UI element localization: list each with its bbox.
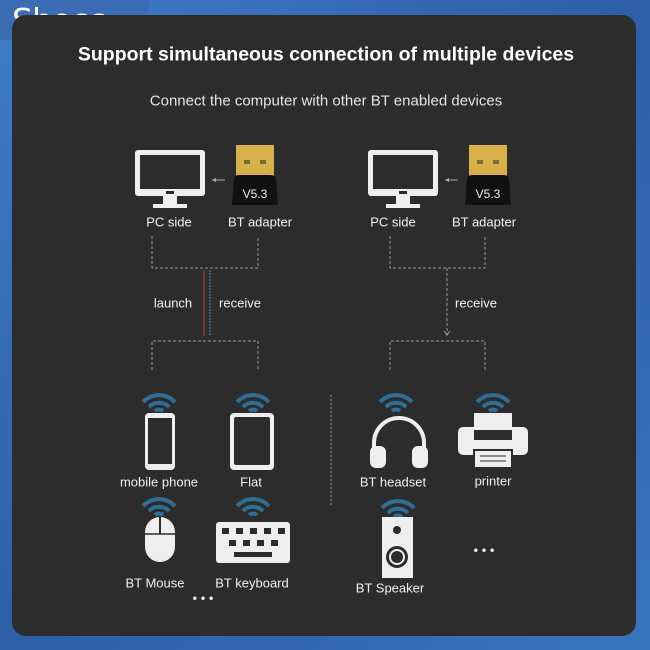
bt-adapter-label: BT adapter (227, 214, 293, 230)
device-label: Flat (240, 474, 262, 490)
mouse-icon (145, 517, 175, 562)
more-devices: • • • (192, 590, 214, 606)
device-label: printer (474, 473, 512, 489)
connector-lines (151, 236, 486, 505)
signal-icon (141, 497, 177, 517)
adapter-version: V5.3 (475, 187, 501, 201)
signal-icon (235, 497, 271, 517)
pc-side-label: PC side (370, 214, 416, 230)
signal-icon (380, 499, 416, 519)
signal-icon (235, 393, 271, 413)
device-label: BT Speaker (355, 580, 425, 596)
bt-adapter-label: BT adapter (451, 214, 517, 230)
keyboard-icon (216, 522, 290, 563)
speaker-icon (382, 517, 413, 578)
launch-label: launch (153, 295, 193, 311)
mobile-phone-icon (145, 413, 175, 470)
page-title: Support simultaneous connection of multi… (77, 43, 575, 66)
pc-monitor-icon (368, 150, 438, 208)
signal-icon (141, 393, 177, 413)
headset-icon (370, 416, 428, 468)
signal-icon (378, 393, 414, 413)
adapter-version: V5.3 (242, 187, 268, 201)
pc-side-label: PC side (146, 214, 192, 230)
content-panel (12, 15, 636, 636)
signal-icon (475, 393, 511, 413)
receive-label: receive (219, 295, 261, 311)
pc-monitor-icon (135, 150, 205, 208)
tablet-icon (230, 413, 274, 470)
receive-label: receive (455, 295, 497, 311)
subtitle: Connect the computer with other BT enabl… (149, 92, 503, 110)
more-devices: • • • (473, 542, 495, 558)
device-label: BT keyboard (215, 575, 289, 591)
device-label: BT headset (359, 474, 427, 490)
printer-icon (458, 413, 528, 469)
device-label: mobile phone (119, 474, 199, 490)
device-label: BT Mouse (125, 575, 185, 591)
